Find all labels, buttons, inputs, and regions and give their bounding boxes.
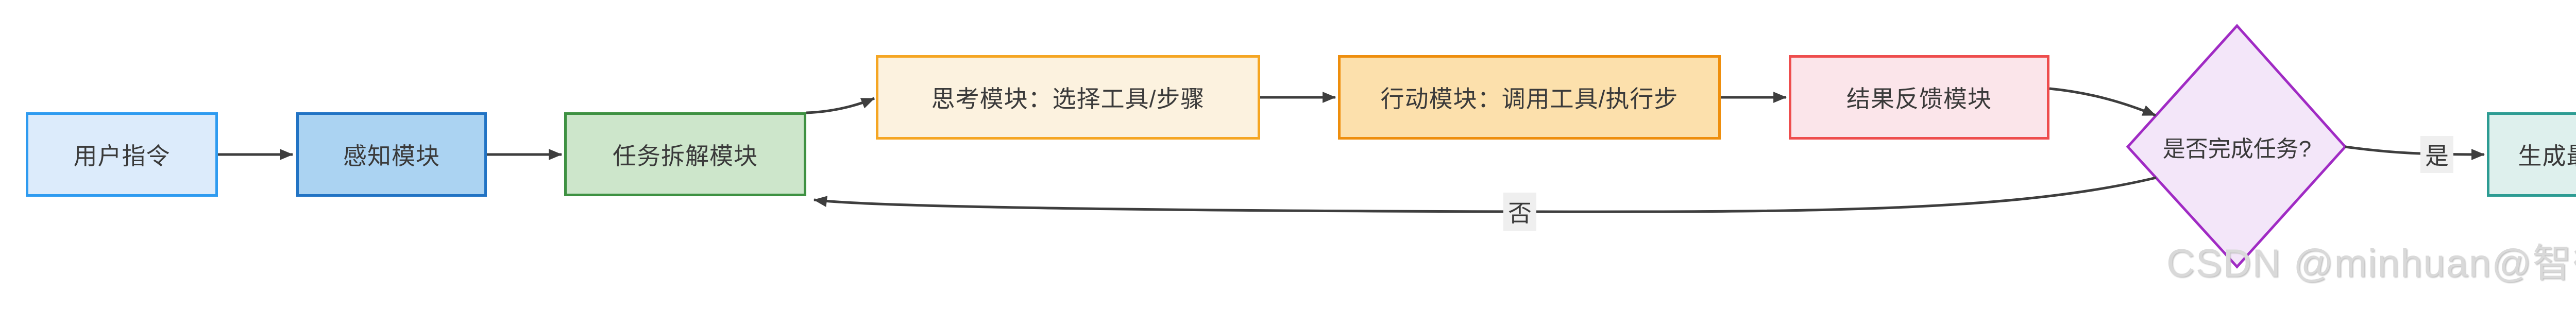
node-user-command-label: 用户指令 (73, 143, 171, 169)
node-perception: 感知模块 (296, 112, 487, 197)
node-perception-label: 感知模块 (343, 143, 440, 169)
node-act: 行动模块：调用工具/执行步 (1338, 55, 1721, 140)
node-think-label: 思考模块：选择工具/步骤 (931, 85, 1205, 112)
decision-diamond-label: 是否完成任务? (2162, 136, 2312, 162)
decision-diamond-shape (2126, 24, 2347, 269)
node-final-result-label: 生成最终结果 (2518, 143, 2576, 169)
edge-decompose-to-think (806, 97, 875, 114)
edge-feedback-to-decision (2049, 87, 2157, 117)
node-act-label: 行动模块：调用工具/执行步 (1380, 85, 1679, 112)
edge-decision-no-return (813, 176, 2157, 213)
node-user-command: 用户指令 (26, 112, 218, 197)
node-feedback: 结果反馈模块 (1789, 55, 2049, 140)
node-think: 思考模块：选择工具/步骤 (876, 55, 1260, 140)
edge-decision-yes-to-final (2345, 145, 2485, 160)
edge-label-yes: 是 (2420, 136, 2453, 173)
node-final-result: 生成最终结果 (2487, 112, 2576, 197)
node-task-decompose: 任务拆解模块 (564, 112, 806, 196)
watermark: CSDN @minhuan@智循AI (2166, 242, 2576, 285)
node-task-decompose-label: 任务拆解模块 (613, 142, 758, 169)
edge-label-no: 否 (1503, 193, 1536, 231)
node-feedback-label: 结果反馈模块 (1846, 85, 1992, 112)
